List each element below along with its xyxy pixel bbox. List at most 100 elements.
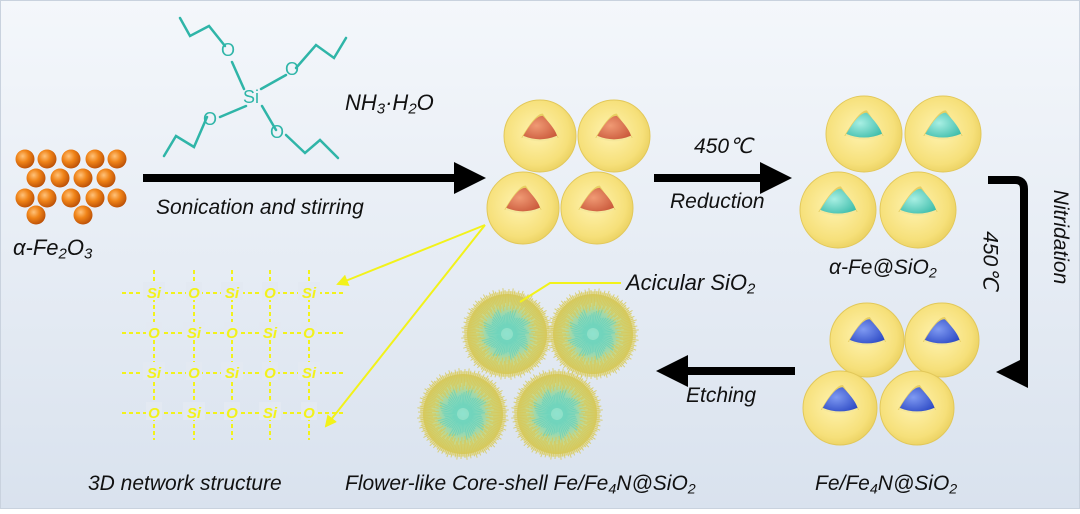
- network-si-atom: Si: [302, 365, 317, 382]
- atom-backdrop: [298, 282, 320, 300]
- core-shell-particle: [577, 99, 651, 173]
- flower-particle: [461, 288, 553, 380]
- network-pointer-top: [336, 224, 486, 286]
- network-pointer-bottom: [324, 224, 486, 428]
- flower-like-particles: [417, 288, 639, 460]
- core: [819, 188, 857, 215]
- atom-backdrop: [259, 322, 281, 340]
- core-shell-particle: [904, 95, 982, 173]
- acicular-sio2-label: Acicular SiO2: [626, 270, 756, 298]
- network-si-atom: Si: [147, 285, 162, 302]
- hematite-particle: [15, 188, 35, 208]
- hematite-particle: [26, 205, 46, 225]
- atom-backdrop: [301, 322, 317, 340]
- catalyst-label: NH3·H2O: [345, 90, 434, 118]
- network-o-atom: O: [303, 325, 315, 342]
- etching-step-label: Etching: [686, 384, 757, 407]
- acicular-leader: [519, 282, 621, 303]
- atom-backdrop: [224, 322, 240, 340]
- core: [924, 319, 960, 345]
- fe2o3-sio2-particles: [486, 99, 651, 245]
- core: [596, 115, 632, 141]
- atom-backdrop: [221, 282, 243, 300]
- process-arrows: [143, 162, 1028, 388]
- network-o-atom: O: [188, 365, 200, 382]
- hematite-particle: [107, 188, 127, 208]
- teos-o-2: O: [285, 59, 299, 79]
- hematite-particle: [73, 168, 93, 188]
- precursor-label: α-Fe2O3: [13, 235, 93, 263]
- hematite-particles: [15, 149, 127, 225]
- hematite-particle: [26, 168, 46, 188]
- atom-backdrop: [298, 362, 320, 380]
- core: [579, 187, 615, 213]
- teos-o-1: O: [221, 40, 235, 60]
- core-shell-particle: [879, 370, 955, 446]
- hematite-particle: [50, 168, 70, 188]
- atom-backdrop: [301, 402, 317, 420]
- nitridation-temp-label: 450℃: [978, 231, 1002, 290]
- atom-backdrop: [259, 402, 281, 420]
- network-si-atom: Si: [225, 365, 240, 382]
- core-shell-particle: [802, 370, 878, 446]
- network-si-atom: Si: [225, 285, 240, 302]
- atom-backdrop: [262, 362, 278, 380]
- atom-backdrop: [262, 282, 278, 300]
- final-product-label: Flower-like Core-shell Fe/Fe4N@SiO2: [345, 472, 696, 498]
- coating-step-label: Sonication and stirring: [156, 196, 364, 219]
- network-si-atom: Si: [263, 325, 278, 342]
- atom-backdrop: [186, 282, 202, 300]
- network-title: 3D network structure: [88, 472, 282, 495]
- network-o-atom: O: [303, 405, 315, 422]
- network-o-atom: O: [264, 285, 276, 302]
- network-o-atom: O: [188, 285, 200, 302]
- core-shell-particle: [486, 171, 560, 245]
- hematite-particle: [85, 149, 105, 169]
- flower-particle: [511, 368, 603, 460]
- flower-particle: [547, 288, 639, 380]
- hematite-particle: [61, 149, 81, 169]
- network-o-atom: O: [148, 325, 160, 342]
- core: [522, 115, 558, 141]
- core-shell-particle: [829, 302, 905, 378]
- network-si-atom: Si: [263, 405, 278, 422]
- nitridation-step-label: Nitridation: [1049, 189, 1072, 285]
- core: [845, 112, 883, 139]
- hematite-particle: [61, 188, 81, 208]
- teos-molecule: [162, 16, 348, 160]
- atom-backdrop: [221, 362, 243, 380]
- atom-backdrop: [143, 282, 165, 300]
- network-o-atom: O: [226, 325, 238, 342]
- reduction-temp-label: 450℃: [694, 135, 753, 158]
- reduced-product-label: α-Fe@SiO2: [829, 256, 937, 282]
- hematite-particle: [107, 149, 127, 169]
- fe4n-sio2-particles: [802, 302, 980, 446]
- atom-backdrop: [183, 322, 205, 340]
- network-si-atom: Si: [147, 365, 162, 382]
- arrow-nitridation: [988, 176, 1028, 388]
- atom-backdrop: [146, 322, 162, 340]
- reduction-step-label: Reduction: [670, 190, 765, 213]
- hematite-particle: [85, 188, 105, 208]
- teos-o-4: O: [270, 122, 284, 142]
- flower-particle: [417, 368, 509, 460]
- core: [924, 112, 962, 139]
- hematite-particle: [73, 205, 93, 225]
- teos-o-3: O: [203, 109, 217, 129]
- hematite-particle: [37, 149, 57, 169]
- atom-backdrop: [224, 402, 240, 420]
- nitrided-product-label: Fe/Fe4N@SiO2: [815, 472, 958, 498]
- network-si-atom: Si: [187, 325, 202, 342]
- core: [899, 188, 937, 215]
- atom-backdrop: [146, 402, 162, 420]
- teos-si: Si: [243, 87, 259, 107]
- atom-backdrop: [143, 362, 165, 380]
- core: [849, 319, 885, 345]
- core-shell-particle: [879, 171, 957, 249]
- core-shell-particle: [503, 99, 577, 173]
- core-shell-particle: [560, 171, 634, 245]
- core: [505, 187, 541, 213]
- atom-backdrop: [186, 362, 202, 380]
